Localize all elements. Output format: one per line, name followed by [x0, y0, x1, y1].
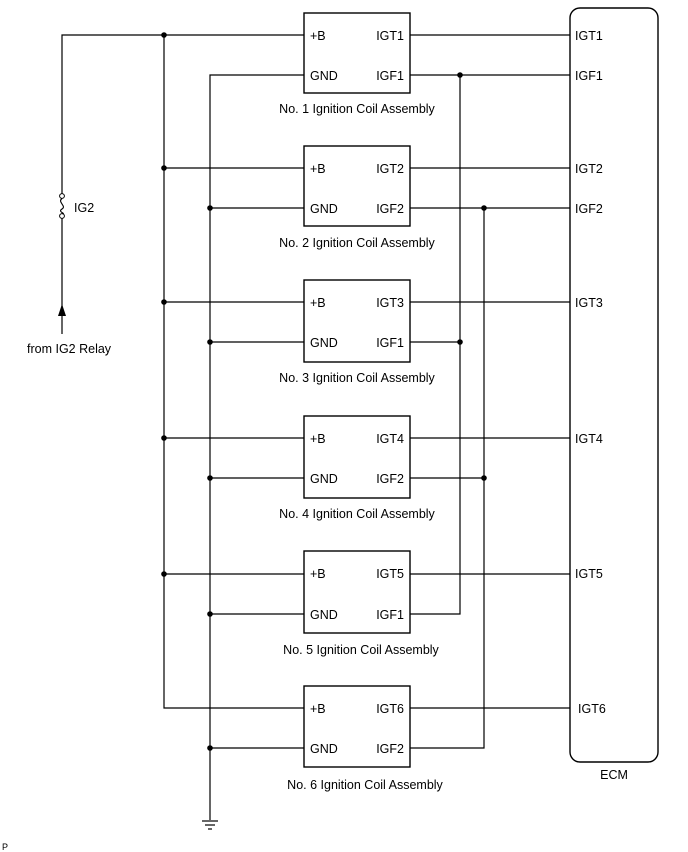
junction-dot: [161, 299, 167, 305]
gnd-bus: [202, 74, 304, 830]
coil-box: [303, 685, 411, 768]
coil-6: +B GND IGT6 IGF2 No. 6 Ignition Coil Ass…: [287, 685, 444, 792]
coil-label: No. 3 Ignition Coil Assembly: [279, 371, 435, 385]
ecm-label: ECM: [600, 768, 628, 782]
igt-lines: [410, 34, 570, 709]
junction-dot: [207, 611, 213, 617]
arrow-up-icon: [58, 304, 66, 316]
pin-igt: IGT6: [376, 702, 404, 716]
pin-plus-b: +B: [310, 29, 326, 43]
igf1-bus: [410, 72, 570, 615]
coil-box: [303, 145, 411, 227]
igf2-bus: [410, 205, 570, 749]
pin-gnd: GND: [310, 742, 338, 756]
power-feed: IG2 from IG2 Relay: [27, 34, 304, 356]
ecm-block: IGT1 IGF1 IGT2 IGF2 IGT3 IGT4 IGT5 IGT6 …: [569, 7, 659, 782]
coil-3: +B GND IGT3 IGF1 No. 3 Ignition Coil Ass…: [279, 279, 436, 385]
junction-dot: [161, 435, 167, 441]
junction-dot: [207, 475, 213, 481]
junction-dot: [457, 72, 463, 78]
junction-dot: [161, 165, 167, 171]
source-label: from IG2 Relay: [27, 342, 112, 356]
pin-igf: IGF1: [376, 608, 404, 622]
junction-dot: [161, 32, 167, 38]
coil-box: [303, 12, 411, 94]
pin-igf: IGF1: [376, 69, 404, 83]
ecm-pin: IGT4: [575, 432, 603, 446]
coil-label: No. 6 Ignition Coil Assembly: [287, 778, 443, 792]
pin-plus-b: +B: [310, 567, 326, 581]
coil-box: [303, 415, 411, 499]
ecm-pin: IGT6: [578, 702, 606, 716]
coil-label: No. 1 Ignition Coil Assembly: [279, 102, 435, 116]
plus-b-bus: [161, 32, 304, 709]
pin-plus-b: +B: [310, 296, 326, 310]
pin-plus-b: +B: [310, 162, 326, 176]
coil-label: No. 5 Ignition Coil Assembly: [283, 643, 439, 657]
junction-dot: [207, 339, 213, 345]
pin-igf: IGF2: [376, 742, 404, 756]
ecm-pin: IGT3: [575, 296, 603, 310]
pin-gnd: GND: [310, 336, 338, 350]
pin-plus-b: +B: [310, 702, 326, 716]
coil-2: +B GND IGT2 IGF2 No. 2 Ignition Coil Ass…: [279, 145, 436, 250]
coil-5: +B GND IGT5 IGF1 No. 5 Ignition Coil Ass…: [283, 550, 440, 657]
pin-igf: IGF1: [376, 336, 404, 350]
junction-dot: [207, 745, 213, 751]
ecm-pin: IGF2: [575, 202, 603, 216]
pin-igf: IGF2: [376, 202, 404, 216]
pin-gnd: GND: [310, 608, 338, 622]
junction-dot: [161, 571, 167, 577]
ground-icon: [202, 820, 218, 830]
ecm-pin: IGT5: [575, 567, 603, 581]
fuse-label: IG2: [74, 201, 94, 215]
ecm-box: [569, 7, 659, 763]
pin-gnd: GND: [310, 69, 338, 83]
pin-igt: IGT4: [376, 432, 404, 446]
pin-igt: IGT3: [376, 296, 404, 310]
coil-label: No. 2 Ignition Coil Assembly: [279, 236, 435, 250]
coil-1: +B GND IGT1 IGF1 No. 1 Ignition Coil Ass…: [279, 12, 436, 116]
junction-dot: [207, 205, 213, 211]
junction-dot: [457, 339, 463, 345]
pin-igf: IGF2: [376, 472, 404, 486]
coil-box: [303, 279, 411, 363]
corner-mark: P: [2, 842, 8, 852]
pin-igt: IGT2: [376, 162, 404, 176]
junction-dot: [481, 475, 487, 481]
junction-dot: [481, 205, 487, 211]
ecm-pin: IGT2: [575, 162, 603, 176]
coil-4: +B GND IGT4 IGF2 No. 4 Ignition Coil Ass…: [279, 415, 436, 521]
pin-plus-b: +B: [310, 432, 326, 446]
fuse-icon: [56, 193, 68, 219]
coil-label: No. 4 Ignition Coil Assembly: [279, 507, 435, 521]
ecm-pin: IGF1: [575, 69, 603, 83]
pin-gnd: GND: [310, 202, 338, 216]
pin-gnd: GND: [310, 472, 338, 486]
ecm-pin: IGT1: [575, 29, 603, 43]
pin-igt: IGT5: [376, 567, 404, 581]
pin-igt: IGT1: [376, 29, 404, 43]
coil-box: [303, 550, 411, 634]
